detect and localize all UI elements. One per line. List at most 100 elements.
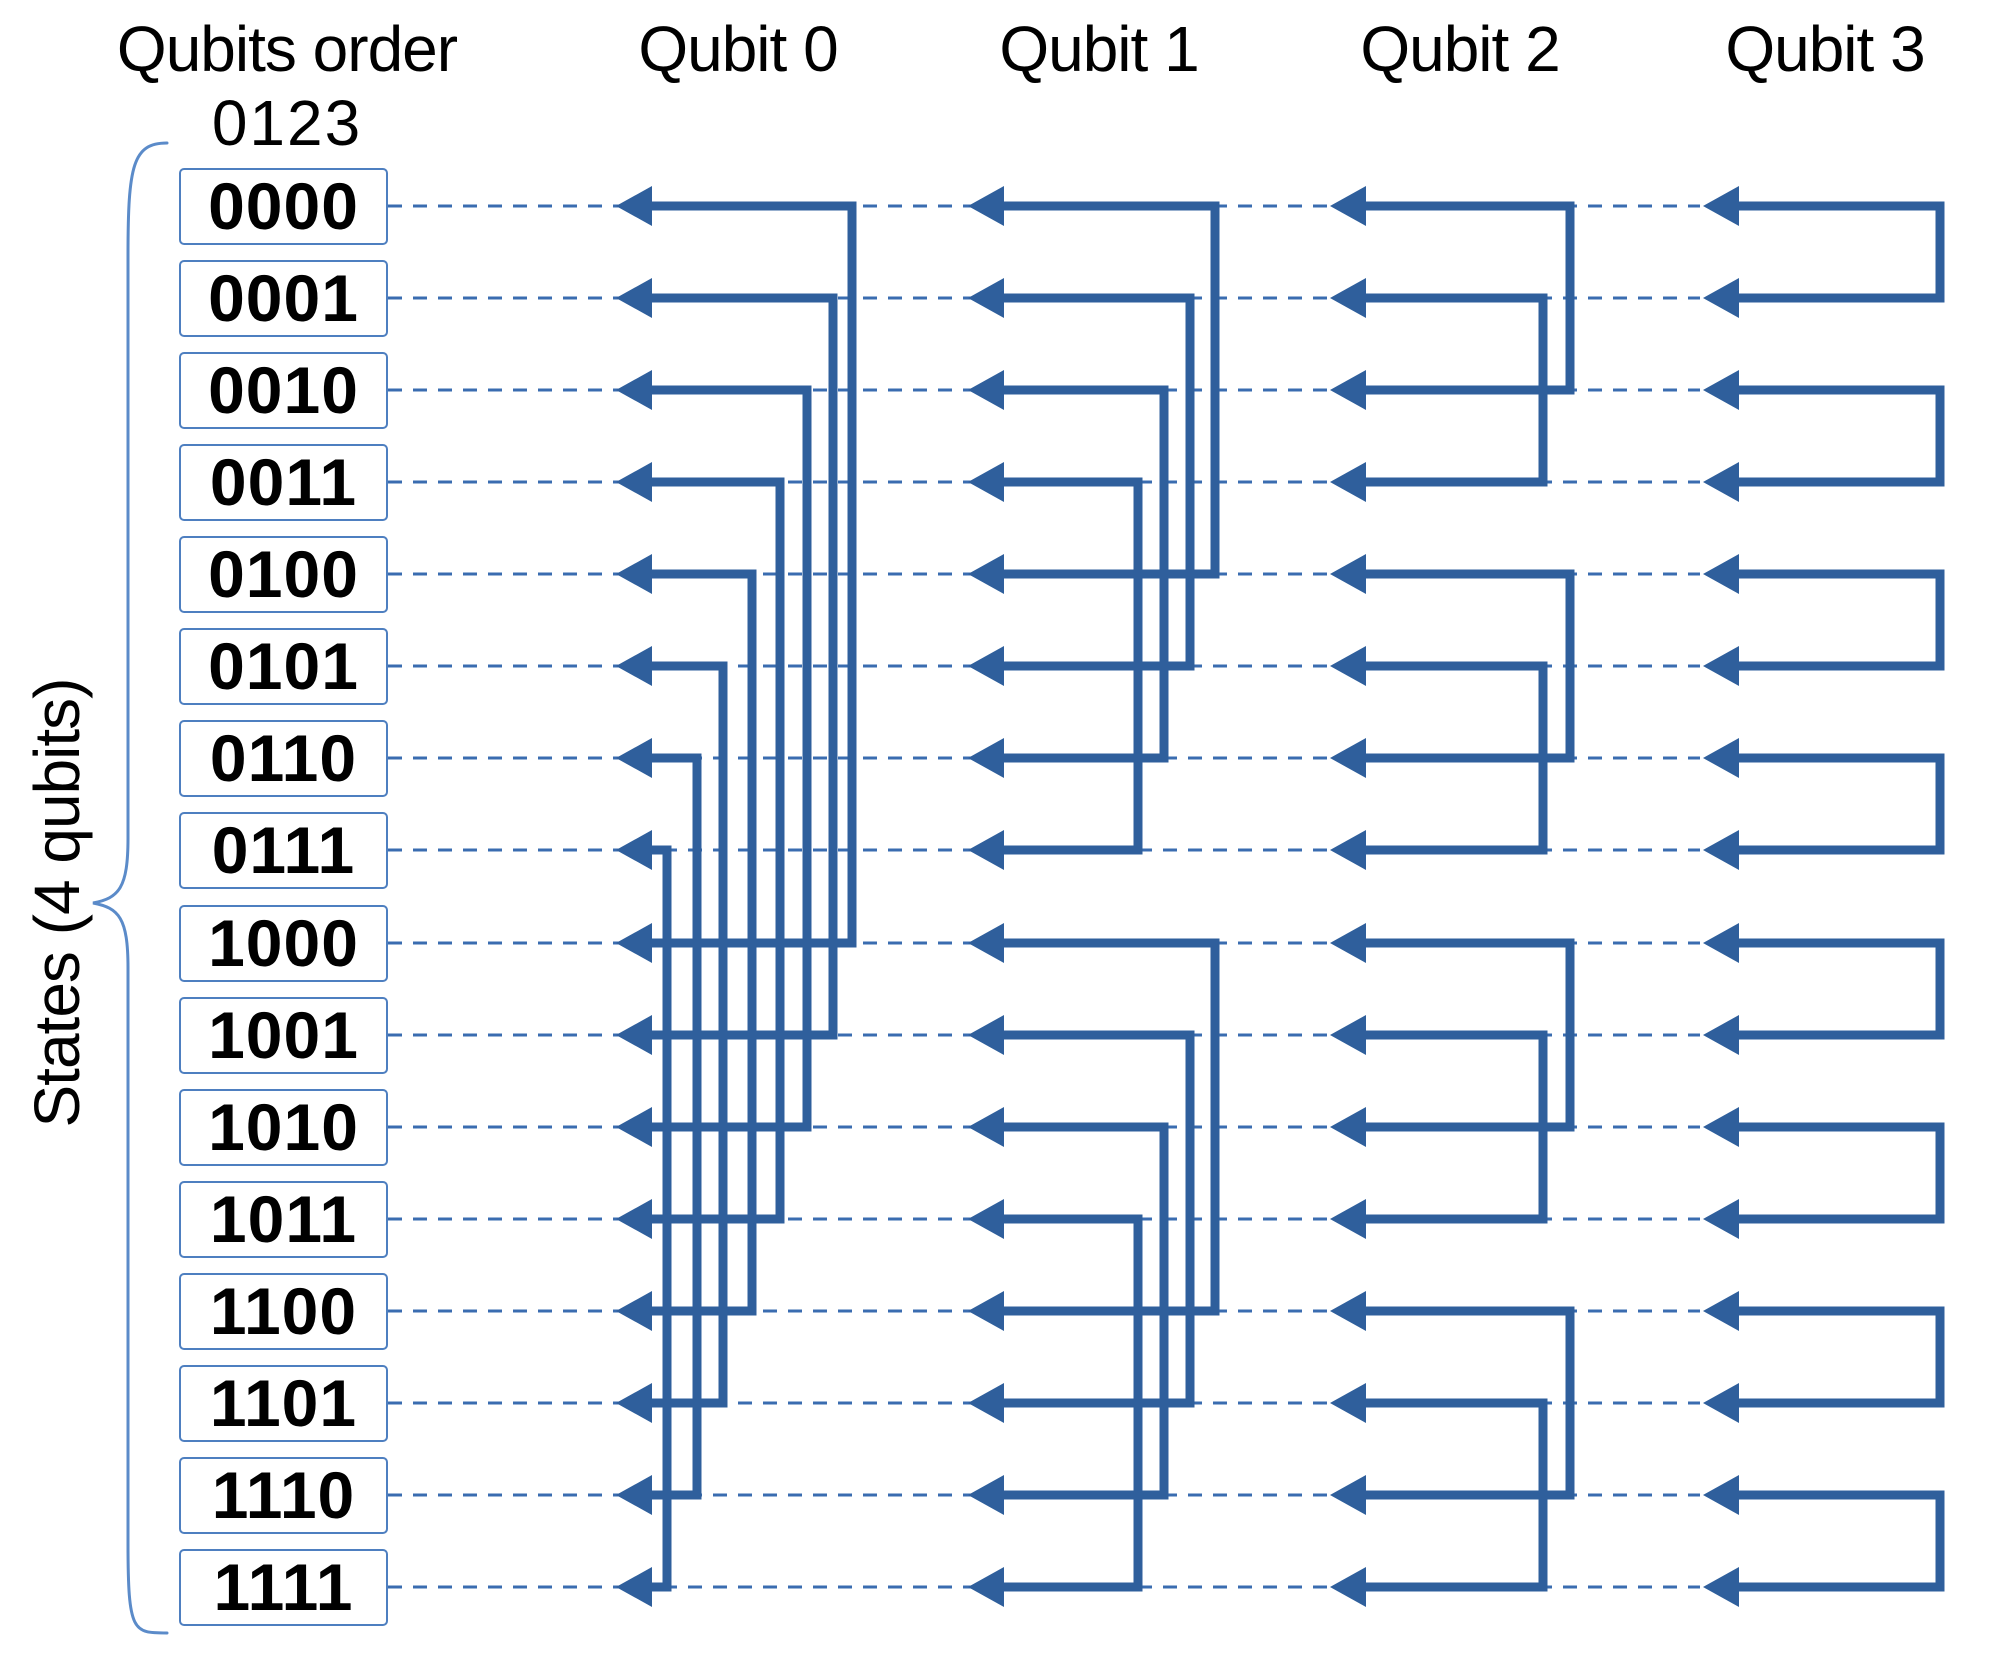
left-arrowhead-icon [1330,646,1366,686]
left-arrowhead-icon [616,1291,652,1331]
qubit3-connector [1733,753,1945,855]
qubit1-connector [998,1030,1195,1408]
qubit1-connector [998,1122,1169,1500]
left-arrowhead-icon [616,278,652,318]
left-arrowhead-icon [1703,1383,1739,1423]
left-arrowhead-icon [616,1015,652,1055]
left-arrowhead-icon [1703,738,1739,778]
left-arrowhead-icon [1703,1291,1739,1331]
left-arrowhead-icon [1330,554,1366,594]
left-arrowhead-icon [1330,923,1366,963]
state-label: 1001 [208,998,359,1072]
state-label: 0011 [209,445,358,519]
state-box: 0001 [179,259,388,337]
state-label: 1101 [209,1366,358,1440]
left-arrowhead-icon [1703,1475,1739,1515]
qubit2-connector [1360,1306,1575,1500]
left-arrowhead-icon [968,278,1004,318]
state-label: 0010 [208,353,359,427]
left-arrowhead-icon [968,554,1004,594]
state-box: 1111 [179,1548,388,1626]
left-arrowhead-icon [968,1567,1004,1607]
qubit3-arrows [1703,186,1945,1607]
left-arrowhead-icon [616,1567,652,1607]
left-arrowhead-icon [616,738,652,778]
state-label: 1000 [208,906,359,980]
left-arrowhead-icon [968,830,1004,870]
state-box: 1001 [179,996,388,1074]
qubit3-connector [1733,385,1945,487]
qubit3-connector [1733,201,1945,303]
qubit1-connector [998,938,1220,1316]
state-label: 1111 [213,1550,354,1624]
left-arrowhead-icon [1703,1107,1739,1147]
left-arrowhead-icon [968,462,1004,502]
qubit2-connector [1360,1030,1548,1224]
left-arrowhead-icon [1703,1199,1739,1239]
state-box: 1110 [179,1456,388,1534]
left-arrowhead-icon [1703,1015,1739,1055]
state-label: 1110 [211,1458,356,1532]
left-arrowhead-icon [968,370,1004,410]
left-arrowhead-icon [616,186,652,226]
state-label: 1010 [208,1090,359,1164]
left-arrowhead-icon [968,1475,1004,1515]
qubit1-arrows [968,186,1220,1607]
left-arrowhead-icon [968,1199,1004,1239]
state-box: 0100 [179,535,388,613]
column-header-qubit-3: Qubit 3 [1725,13,1925,85]
column-header-qubit-1: Qubit 1 [999,13,1199,85]
left-arrowhead-icon [1703,923,1739,963]
left-arrowhead-icon [1703,462,1739,502]
left-arrowhead-icon [616,1383,652,1423]
left-arrowhead-icon [1703,186,1739,226]
state-box: 0111 [179,811,388,889]
qubit3-connector [1733,1490,1945,1592]
state-box: 0110 [179,719,388,797]
left-arrowhead-icon [968,186,1004,226]
qubit2-connector [1360,1398,1548,1592]
left-arrowhead-icon [968,1383,1004,1423]
left-arrowhead-icon [1330,186,1366,226]
qubits-order-header: Qubits order [116,13,458,85]
qubit2-connector [1360,293,1548,487]
left-arrowhead-icon [616,1107,652,1147]
state-box: 1011 [179,1180,388,1258]
left-arrowhead-icon [968,738,1004,778]
qubit3-connector [1733,938,1945,1040]
qubit1-connector [998,385,1169,763]
left-arrowhead-icon [1330,1015,1366,1055]
states-brace [92,141,169,1635]
qubit3-connector [1733,1306,1945,1408]
state-box: 1010 [179,1088,388,1166]
state-label: 1100 [209,1274,358,1348]
qubit0-connector [646,477,785,1224]
left-arrowhead-icon [616,646,652,686]
qubit0-connector [646,661,728,1408]
state-box: 0000 [179,167,388,245]
qubit0-connector [646,845,672,1592]
curly-brace-icon [92,141,169,1635]
left-arrowhead-icon [1703,1567,1739,1607]
left-arrowhead-icon [616,370,652,410]
qubit2-connector [1360,661,1548,855]
states-axis-label: States (4 qubits) [21,678,93,1128]
qubit1-connector [998,201,1220,579]
left-arrowhead-icon [616,554,652,594]
qubit0-connector [646,293,838,1040]
left-arrowhead-icon [968,1291,1004,1331]
column-header-qubit-0: Qubit 0 [638,13,838,85]
left-arrowhead-icon [1330,1107,1366,1147]
qubit2-connector [1360,569,1575,763]
left-arrowhead-icon [1330,1475,1366,1515]
state-box: 1101 [179,1364,388,1442]
left-arrowhead-icon [616,462,652,502]
state-box: 0101 [179,627,388,705]
qubit3-connector [1733,569,1945,671]
dashed-leader-lines [388,204,1700,1589]
state-box: 1100 [179,1272,388,1350]
left-arrowhead-icon [1330,462,1366,502]
qubit2-arrows [1330,186,1575,1607]
column-header-qubit-2: Qubit 2 [1360,13,1560,85]
